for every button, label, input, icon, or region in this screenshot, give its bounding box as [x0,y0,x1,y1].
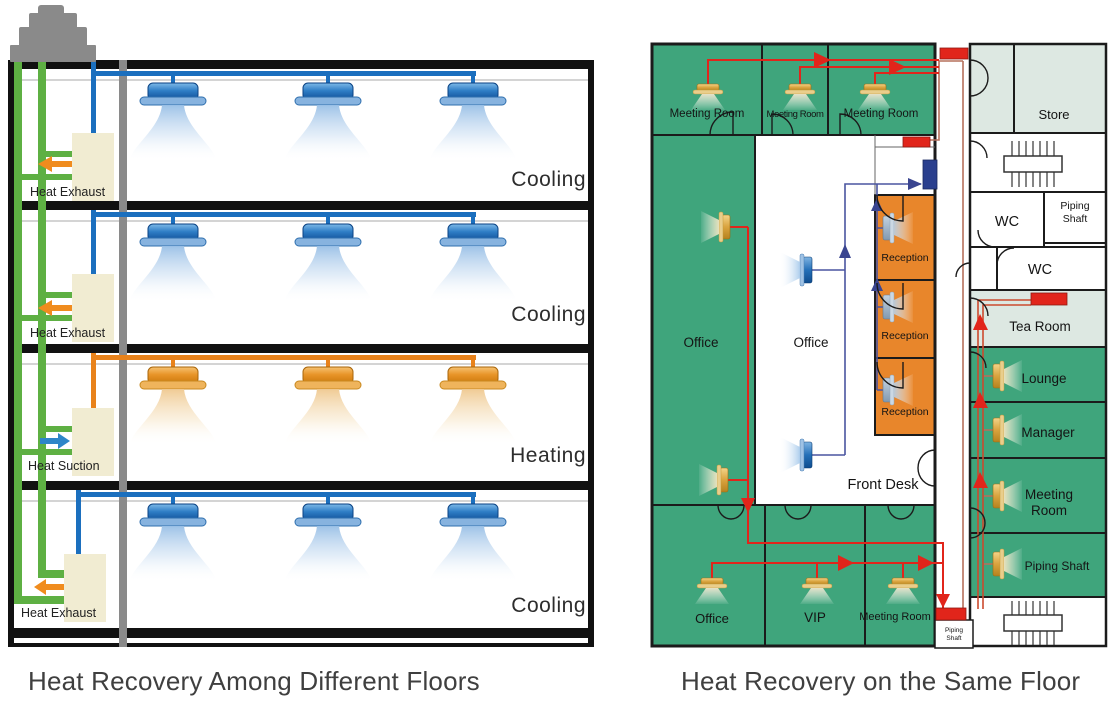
heat-recovery-units [64,133,114,622]
label-meeting-room-right-1: Meeting [1025,487,1073,502]
unit-label-floor-4: Heat Exhaust [21,606,97,620]
label-lounge: Lounge [1021,371,1066,386]
heating-pipes-floor-3 [91,353,476,408]
caption-left: Heat Recovery Among Different Floors [28,666,480,696]
mode-label-floor-1: Cooling [511,168,586,191]
brown-pipes [930,60,993,609]
cooling-pipes-floor-4 [76,490,476,554]
lounge-fill [970,347,1106,402]
label-wc-2: WC [1028,262,1052,278]
label-piping-shaft-right: Piping Shaft [1025,559,1090,573]
label-tea-room: Tea Room [1009,319,1071,334]
exhaust-duct-riser [119,60,127,647]
stairs-bottom [1003,601,1063,645]
label-meeting-room-2: Meeting Room [767,109,824,120]
caption-right: Heat Recovery on the Same Floor [681,666,1081,696]
cooling-unit-navy [922,159,938,190]
store-fill [970,44,1106,133]
heat-exchanger-top [939,47,969,60]
cooling-pipes-floor-2 [91,210,476,274]
label-meeting-room-bottom: Meeting Room [859,611,931,623]
label-meeting-room-right-2: Room [1031,503,1067,518]
mode-label-floor-3: Heating [510,444,586,467]
label-reception-1: Reception [881,252,928,264]
mode-label-floor-2: Cooling [511,303,586,326]
heat-exchanger-mid [902,136,931,148]
ceiling-cassettes [128,82,518,583]
rooftop-heat-source-unit [10,5,96,62]
water-loop-pipes [14,62,72,604]
piping-shaft-right-fill [970,533,1106,597]
room-fills [652,44,1106,648]
label-office-bottom: Office [695,611,729,626]
unit-label-floor-3: Heat Suction [28,459,100,473]
heat-suction-arrow-floor-3 [40,433,70,449]
label-office-white: Office [793,335,828,350]
label-vip: VIP [804,610,826,625]
unit-label-floor-1: Heat Exhaust [30,185,106,199]
label-meeting-room-1: Meeting Room [670,108,745,120]
label-manager: Manager [1021,425,1075,440]
label-reception-2: Reception [881,330,928,342]
heat-exhaust-arrow-floor-1 [38,156,72,172]
label-piping-shaft-small-1: Piping [945,627,963,634]
stairs-top [1003,141,1063,187]
label-reception-3: Reception [881,406,928,418]
heat-exchanger-bottom [935,607,967,621]
label-meeting-room-3: Meeting Room [844,108,919,120]
heat-exchanger-tea-room [1030,292,1068,306]
ceiling-lines [14,79,588,502]
label-store: Store [1038,107,1069,122]
doors [709,59,1015,539]
cooling-pipes-floor-1 [91,58,476,133]
navy-pipes [812,183,921,456]
label-wc-1: WC [995,214,1019,230]
label-front-desk: Front Desk [848,477,920,493]
mode-label-floor-4: Cooling [511,594,586,617]
left-diagram-building-section: Heat Exhaust Heat Exhaust Heat Suction H… [8,5,594,647]
label-piping-shaft-top-1: Piping [1060,200,1089,212]
label-piping-shaft-small-2: Shaft [946,635,961,642]
label-office-green: Office [683,335,718,350]
right-diagram-floor-plan: Meeting Room Meeting Room Meeting Room O… [650,42,1108,649]
unit-label-floor-2: Heat Exhaust [30,326,106,340]
heat-exhaust-arrow-floor-4 [34,579,64,595]
heat-exhaust-arrow-floor-2 [38,300,72,316]
red-arrows [741,52,988,608]
label-piping-shaft-top-2: Shaft [1063,213,1088,225]
building-structure [8,60,594,647]
shaft-units [902,47,1068,621]
corridor-fill [935,44,970,648]
